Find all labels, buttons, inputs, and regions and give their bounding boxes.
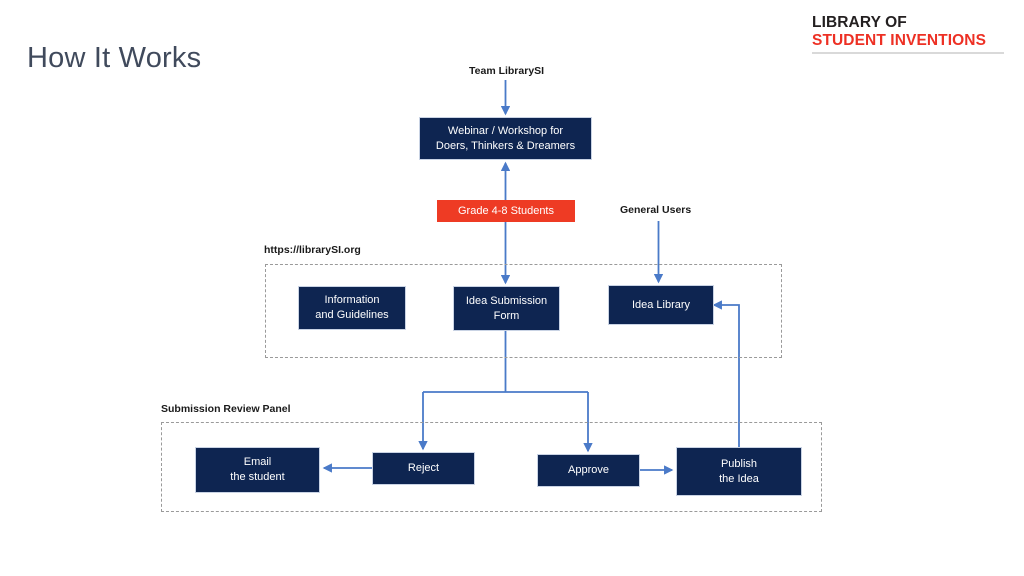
node-email-line-2: the student bbox=[230, 471, 285, 483]
node-students-label: Grade 4-8 Students bbox=[457, 204, 554, 217]
node-information-and-guidelines[interactable]: Information and Guidelines bbox=[298, 286, 406, 330]
panel-label-website: https://librarySI.org bbox=[264, 244, 361, 256]
node-email-the-student[interactable]: Email the student bbox=[195, 447, 320, 493]
logo-underline bbox=[812, 51, 1004, 54]
label-team-librarysi: Team LibrarySI bbox=[469, 65, 545, 77]
node-publish-line-1: Publish bbox=[720, 457, 758, 470]
node-idea-submission-form[interactable]: Idea Submission Form bbox=[453, 286, 560, 331]
brand-logo: LIBRARY OF STUDENT INVENTIONS bbox=[812, 14, 1004, 54]
node-idea-form-line-2: Form bbox=[493, 309, 520, 322]
node-publish-the-idea[interactable]: Publish the Idea bbox=[676, 447, 802, 496]
node-reject-label: Reject bbox=[407, 462, 440, 475]
panel-review bbox=[161, 422, 822, 512]
logo-line-1: LIBRARY OF bbox=[812, 14, 907, 31]
node-approve-label: Approve bbox=[568, 464, 609, 477]
node-webinar-line-1: Webinar / Workshop for bbox=[447, 124, 564, 137]
node-idea-library[interactable]: Idea Library bbox=[608, 285, 714, 325]
node-grade-4-8-students[interactable]: Grade 4-8 Students bbox=[437, 200, 575, 222]
logo-line-2: STUDENT INVENTIONS bbox=[812, 32, 987, 50]
node-email-line-1: Email bbox=[243, 456, 272, 469]
node-reject[interactable]: Reject bbox=[372, 452, 475, 485]
node-approve[interactable]: Approve bbox=[537, 454, 640, 487]
panel-label-review: Submission Review Panel bbox=[161, 403, 291, 415]
node-information-line-1: Information bbox=[324, 294, 380, 307]
node-idea-library-label: Idea Library bbox=[631, 298, 691, 311]
node-webinar-workshop[interactable]: Webinar / Workshop for Doers, Thinkers &… bbox=[419, 117, 592, 160]
page-title: How It Works bbox=[27, 42, 202, 74]
node-information-line-2: and Guidelines bbox=[315, 309, 389, 321]
node-webinar-line-2: Doers, Thinkers & Dreamers bbox=[435, 139, 576, 152]
node-publish-line-2: the Idea bbox=[719, 472, 759, 485]
node-idea-form-line-1: Idea Submission bbox=[465, 294, 548, 307]
panel-website bbox=[265, 264, 782, 358]
label-general-users: General Users bbox=[620, 204, 692, 216]
